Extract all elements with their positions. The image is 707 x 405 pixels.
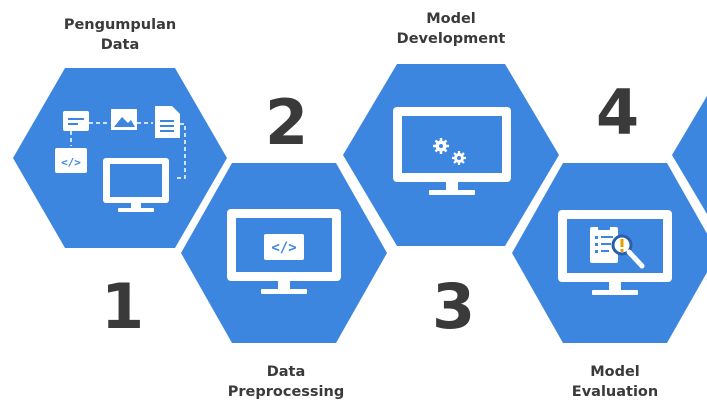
gears-monitor-icon [393, 107, 511, 195]
step-2-label: Data Preprocessing [206, 362, 366, 402]
clipboard-magnifier-monitor-icon [558, 210, 672, 295]
dashed-connector [70, 122, 186, 179]
step-4-label-line2: Evaluation [571, 384, 659, 400]
step-3-number: 3 [432, 270, 476, 343]
step-4-number: 4 [596, 76, 640, 149]
document-box-icon [63, 111, 89, 131]
monitor-stand [609, 282, 621, 291]
gear-icon [433, 138, 449, 154]
step-2-label-line2: Preprocessing [227, 384, 345, 400]
step-2-label-line1: Data [266, 364, 306, 380]
monitor-screen [110, 164, 162, 197]
step-3-label-line1: Model [426, 11, 476, 27]
document-box-line [68, 123, 78, 125]
image-mountain [114, 117, 135, 127]
step-3-label-line2: Development [396, 31, 506, 47]
monitor-base [261, 289, 307, 294]
clipboard-icon [590, 223, 618, 263]
monitor-stand [278, 281, 290, 290]
monitor-screen [402, 116, 502, 173]
code-symbol: </> [271, 240, 296, 256]
monitor-stand [446, 182, 458, 191]
code-window-icon [55, 148, 87, 173]
magnifier-icon [611, 234, 645, 269]
step-1-label: Pengumpulan Data [40, 15, 200, 55]
document-box-line [68, 118, 84, 120]
step-2-number: 2 [265, 86, 309, 159]
step-3-label: Model Development [371, 9, 531, 49]
step-4-label: Model Evaluation [535, 362, 695, 402]
monitor-base [429, 190, 475, 195]
step-1-number: 1 [101, 270, 145, 343]
monitor-base [118, 208, 154, 212]
code-monitor-icon: </> [227, 209, 341, 294]
file-line [160, 120, 174, 122]
data-sources-icon: </> [55, 106, 186, 212]
step-1-label-line1: Pengumpulan [63, 17, 177, 33]
step-1-label-line2: Data [100, 37, 140, 53]
monitor-stand [131, 203, 141, 209]
code-window-icon [264, 234, 304, 260]
file-line [160, 125, 174, 127]
file-line [160, 130, 174, 132]
step-4-label-line1: Model [590, 364, 640, 380]
gear-icon [452, 151, 466, 165]
code-symbol: </> [61, 156, 81, 169]
monitor-base [592, 290, 638, 295]
hexagon-step-5-partial [672, 96, 707, 214]
